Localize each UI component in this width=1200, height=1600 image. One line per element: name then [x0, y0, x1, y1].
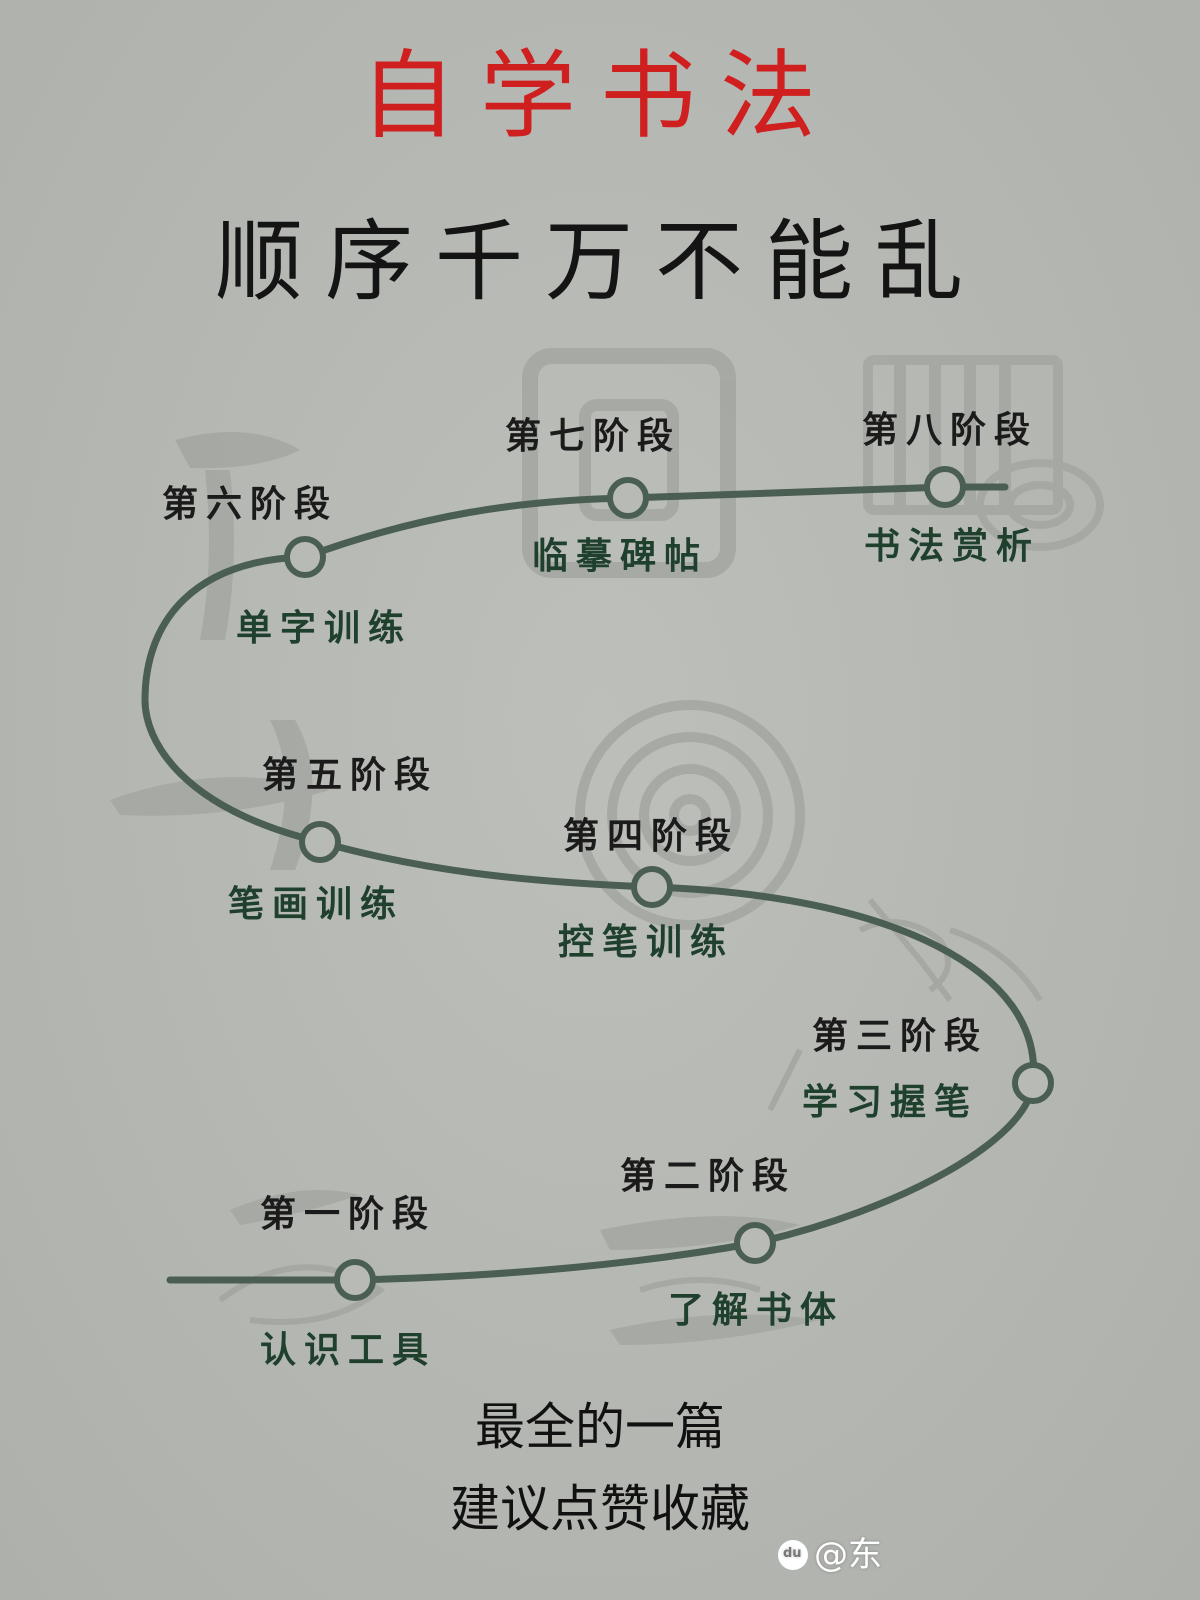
watermark: @东: [778, 1538, 882, 1572]
stage-node-6: [284, 536, 326, 578]
stage-7-task: 临摹碑帖: [532, 535, 709, 577]
stage-3-task: 学习握笔: [802, 1081, 979, 1123]
stage-node-8: [924, 466, 966, 508]
footer-line-2: 建议点赞收藏: [450, 1480, 750, 1538]
stage-node-4: [631, 866, 673, 908]
paw-icon: [778, 1540, 808, 1570]
stage-8-label: 第八阶段: [862, 409, 1039, 451]
stage-4-task: 控笔训练: [558, 921, 735, 963]
seal-decor-bars: [863, 355, 1063, 515]
stage-6-task: 单字训练: [236, 607, 413, 649]
stage-node-7: [607, 477, 649, 519]
stage-node-5: [299, 821, 341, 863]
stage-6-label: 第六阶段: [162, 483, 339, 525]
stage-3-label: 第三阶段: [812, 1015, 989, 1057]
stage-5-task: 笔画训练: [228, 883, 405, 925]
spiral-decor: [575, 700, 805, 930]
watermark-text: @东: [814, 1535, 882, 1575]
brush-stroke-decor: [175, 432, 300, 469]
footer-line-1: 最全的一篇: [475, 1398, 725, 1456]
stage-2-task: 了解书体: [668, 1289, 845, 1331]
stage-4-label: 第四阶段: [563, 815, 740, 857]
page-subtitle: 顺序千万不能乱: [214, 210, 985, 313]
stage-8-task: 书法赏析: [864, 525, 1041, 567]
stage-1-label: 第一阶段: [260, 1193, 437, 1235]
stage-5-label: 第五阶段: [262, 754, 439, 796]
seal-decor-square: [522, 348, 736, 578]
page-title: 自学书法: [360, 40, 840, 152]
stage-node-1: [334, 1259, 376, 1301]
stage-node-3: [1012, 1062, 1054, 1104]
stage-2-label: 第二阶段: [620, 1155, 797, 1197]
stage-7-label: 第七阶段: [505, 415, 682, 457]
stage-1-task: 认识工具: [260, 1329, 437, 1371]
stage-node-2: [734, 1222, 776, 1264]
